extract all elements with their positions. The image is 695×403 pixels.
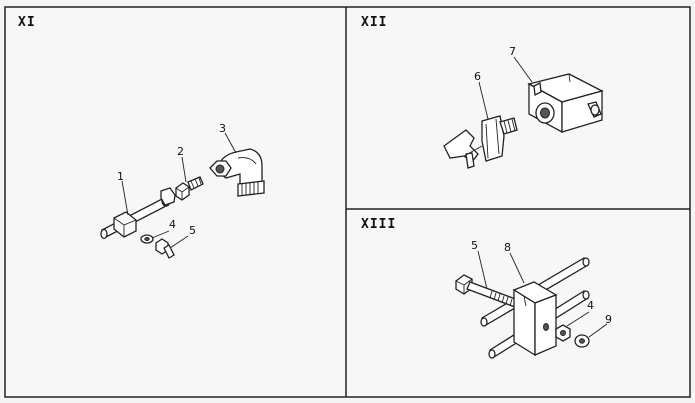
panel-xii-label: XII [361, 15, 387, 30]
part-9-washer [574, 334, 590, 348]
callout-xi-4: 4 [169, 218, 176, 231]
callout-xiii-9: 9 [605, 313, 612, 326]
part-4-nut [555, 324, 571, 342]
part-6-drain-tap [443, 115, 518, 169]
callout-xi-2: 2 [177, 145, 184, 158]
part-8-clamp-block [512, 281, 558, 357]
callout-xii-6: 6 [474, 70, 481, 83]
callout-xii-7: 7 [509, 45, 516, 58]
part-7-tee-block [527, 73, 604, 134]
part-5-bolt [155, 238, 175, 259]
part-4-washer [140, 234, 154, 244]
callout-xiii-5: 5 [471, 239, 478, 252]
callout-xi-3: 3 [219, 122, 226, 135]
callout-xiii-8: 8 [504, 241, 511, 254]
diagram-border [4, 6, 691, 398]
part-1-tube-clamp [100, 187, 176, 240]
exploded-parts-diagram: XI [4, 6, 691, 398]
callout-xiii-4: 4 [587, 299, 594, 312]
part-2-union-fitting [175, 176, 204, 201]
part-3-elbow-fitting [209, 148, 265, 197]
callout-xi-1: 1 [117, 170, 124, 183]
panel-xi-label: XI [18, 15, 36, 30]
panel-xii: XII 6 7 [361, 15, 604, 169]
panel-xiii-label: XIII [361, 217, 396, 232]
callout-xi-5: 5 [189, 224, 196, 237]
panel-xiii: XIII [361, 217, 612, 359]
panel-xi: XI [18, 15, 265, 259]
